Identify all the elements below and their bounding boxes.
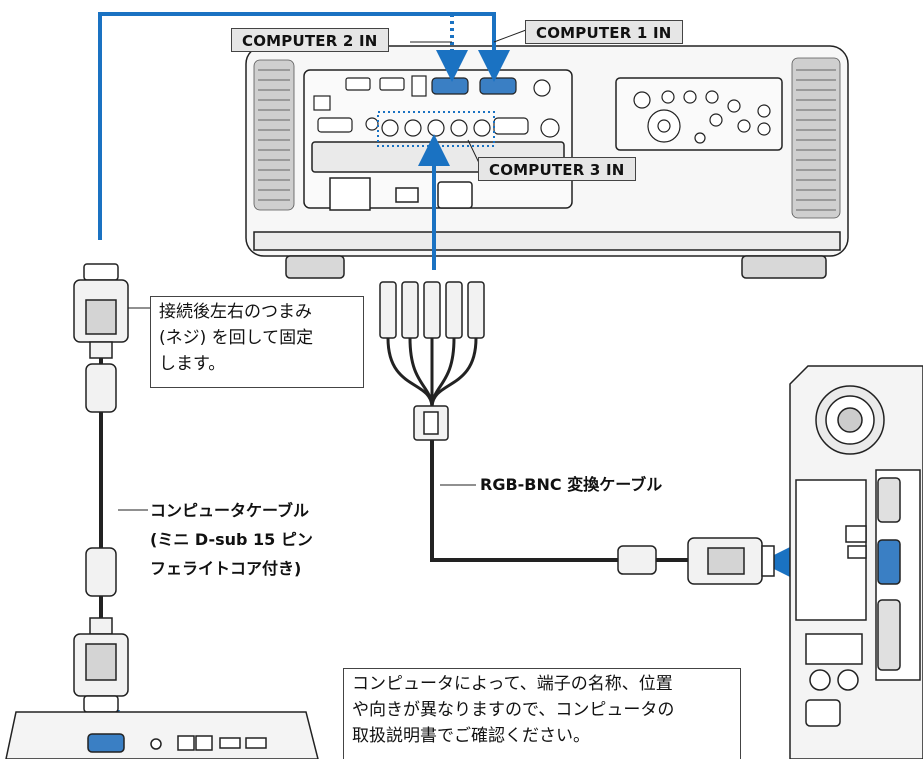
rgb-bnc-cable-label: RGB-BNC 変換ケーブル bbox=[480, 475, 663, 494]
bnc-connector-icon bbox=[379, 281, 485, 339]
screw-note: 接続後左右のつまみ (ネジ) を回して固定 します。 bbox=[150, 296, 364, 388]
computer-2-in-label: COMPUTER 2 IN bbox=[231, 28, 389, 52]
laptop-icon bbox=[5, 711, 319, 759]
computer-1-in-label: COMPUTER 1 IN bbox=[525, 20, 683, 44]
computer-3-in-label: COMPUTER 3 IN bbox=[478, 157, 636, 181]
projector-ports bbox=[313, 75, 771, 144]
computer-cable-icon bbox=[73, 263, 129, 713]
ferrite-core-icon bbox=[617, 545, 657, 575]
computer-cable-label: コンピュータケーブル (ミニ D-sub 15 ピン フェライトコア付き) bbox=[150, 501, 313, 578]
bottom-note: コンピュータによって、端子の名称、位置 や向きが異なりますので、コンピュータの … bbox=[343, 668, 741, 759]
rgb-bnc-cable-icon bbox=[379, 281, 775, 585]
desktop-pc-icon bbox=[789, 365, 923, 759]
ferrite-core-icon bbox=[85, 363, 117, 413]
